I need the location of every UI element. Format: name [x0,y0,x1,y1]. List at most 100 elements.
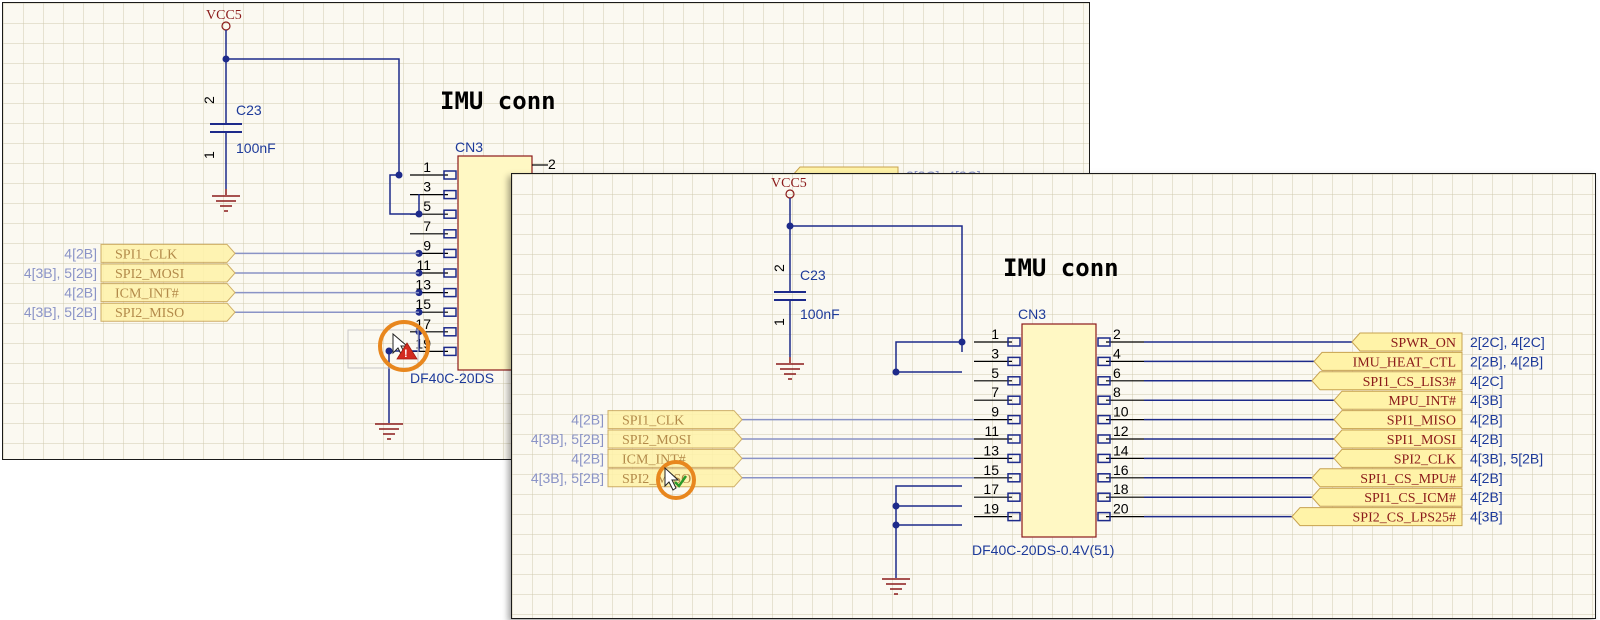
net-label[interactable]: MPU_INT#4[3B] [1333,390,1503,410]
net-label-text: SPI2_CLK [1394,452,1456,467]
capacitor-c23[interactable]: C23 100nF 2 1 [201,59,276,189]
pin-stub [974,356,1021,367]
pin-number: 7 [991,384,999,400]
pin-stub [1097,492,1144,502]
net-label-ref: 4[3B] [1470,509,1503,525]
net-label[interactable]: ICM_INT#4[2B] [64,283,236,303]
net-label[interactable]: ICM_INT#4[2B] [571,448,743,468]
net-label-ref: 4[3B] [1470,392,1503,408]
pin-number: 6 [1113,365,1121,381]
pin-stub [1097,453,1144,464]
pin-number: 8 [1113,384,1121,400]
pin-number: 14 [1113,442,1129,458]
capacitor-pin-top: 2 [201,96,217,104]
net-label[interactable]: SPI1_CS_LIS3# 4[2C] [1311,371,1503,391]
pin-number: 4 [1113,345,1121,361]
net-label-text: ICM_INT# [115,287,179,302]
pin-stub [974,376,1021,386]
schematic-before-canvas: VCC5 C23 100nF 2 1 IMU conn CN3 DF40C-20… [24,8,981,440]
pin-stub [410,189,457,200]
capacitor-c23[interactable]: C23 100nF 2 1 [771,226,840,357]
net-label-ref: 4[2B] [571,412,604,428]
capacitor-ref: C23 [236,102,262,118]
net-label-ref: 4[3B], 5[2B] [531,470,604,486]
pin-number: 11 [416,257,431,273]
error-highlight[interactable]: ! [378,320,430,372]
net-label-text: SPI1_MOSI [1387,433,1457,448]
net-label-text: SPI1_CLK [115,247,177,262]
connector-ref: CN3 [455,139,483,155]
pin-number: 10 [1113,404,1129,420]
power-port-icon[interactable]: VCC5 [206,8,242,59]
ok-highlight[interactable] [656,460,696,500]
pin-number: 9 [991,404,999,420]
pin-stub [974,492,1021,502]
pin-stub [410,229,457,239]
pin-number: 5 [423,198,431,214]
pin-number: 1 [991,326,999,342]
capacitor-pin-bottom: 1 [771,318,787,326]
pin-stub [1097,473,1144,483]
pin-stub [1097,395,1144,405]
pin-stub [974,511,1021,522]
pin-stub [974,453,1021,464]
sheet-title: IMU conn [1003,254,1119,282]
net-label-text: SPI1_CLK [622,414,684,429]
pin-number: 12 [1113,423,1129,439]
connector-cn3[interactable]: CN3 DF40C-20DS-0.4V(51) [972,306,1114,558]
pin-number: 3 [991,345,999,361]
net-label-ref: 4[2B] [1470,489,1503,505]
check-mark-icon [674,475,688,488]
net-label[interactable]: IMU_HEAT_CTL 2[2B], 4[2B] [1313,351,1543,371]
pin-number: 9 [423,237,431,253]
net-label-text: SPI1_CS_MPU# [1360,472,1456,487]
capacitor-value: 100nF [800,306,840,322]
net-label-ref: 4[3B], 5[2B] [24,304,97,320]
net-label-text: SPI1_CS_ICM# [1364,491,1456,506]
pin-stub [1097,337,1144,347]
net-label-text: ICM_INT# [622,452,686,467]
net-label[interactable]: SPI1_CLK 4[2B] [571,410,743,430]
net-label[interactable]: SPI1_CLK 4[2B] [64,243,236,263]
pin-number: 13 [983,442,999,458]
pin-stub [974,473,1021,483]
connector-ref: CN3 [1018,306,1046,322]
capacitor-ref: C23 [800,267,826,283]
net-label[interactable]: SPI1_CS_ICM# 4[2B] [1311,487,1503,507]
schematic-after-canvas: VCC5 C23 100nF 2 1 IMU conn CN3 DF40C-20… [531,176,1545,595]
pin-number: 13 [415,277,431,293]
net-label-text: SPI1_MISO [1387,414,1456,429]
schematic-after-panel[interactable]: VCC5 C23 100nF 2 1 IMU conn CN3 DF40C-20… [511,173,1596,619]
pin-number: 20 [1113,501,1129,517]
error-warning-icon: ! [396,342,418,360]
pin-stub [1097,356,1144,367]
net-label-ref: 4[3B], 5[2B] [531,431,604,447]
net-label[interactable]: SPI2_CLK 4[3B], 5[2B] [1333,448,1543,468]
net-label-text: SPI1_CS_LIS3# [1363,375,1456,390]
net-label[interactable]: SPI1_CS_MPU#4[2B] [1311,468,1503,488]
net-label-ref: 2[2C], 4[2C] [1470,334,1545,350]
capacitor-value: 100nF [236,140,276,156]
net-label-ref: 4[2B] [64,245,97,261]
net-label-text: IMU_HEAT_CTL [1353,355,1456,370]
net-label-ref: 2[2B], 4[2B] [1470,353,1543,369]
connector-part: DF40C-20DS [410,370,494,386]
net-label[interactable]: SPI2_CS_LPS25#4[3B] [1291,507,1503,527]
power-label: VCC5 [771,176,807,191]
net-label-ref: 4[2C] [1470,373,1503,389]
connector-part: DF40C-20DS-0.4V(51) [972,542,1114,558]
pin-stub [974,414,1021,425]
net-label-ref: 4[3B], 5[2B] [1470,450,1543,466]
power-port-icon[interactable]: VCC5 [771,176,807,226]
connector-pin-2: 2 [548,156,556,172]
svg-text:!: ! [404,348,408,360]
